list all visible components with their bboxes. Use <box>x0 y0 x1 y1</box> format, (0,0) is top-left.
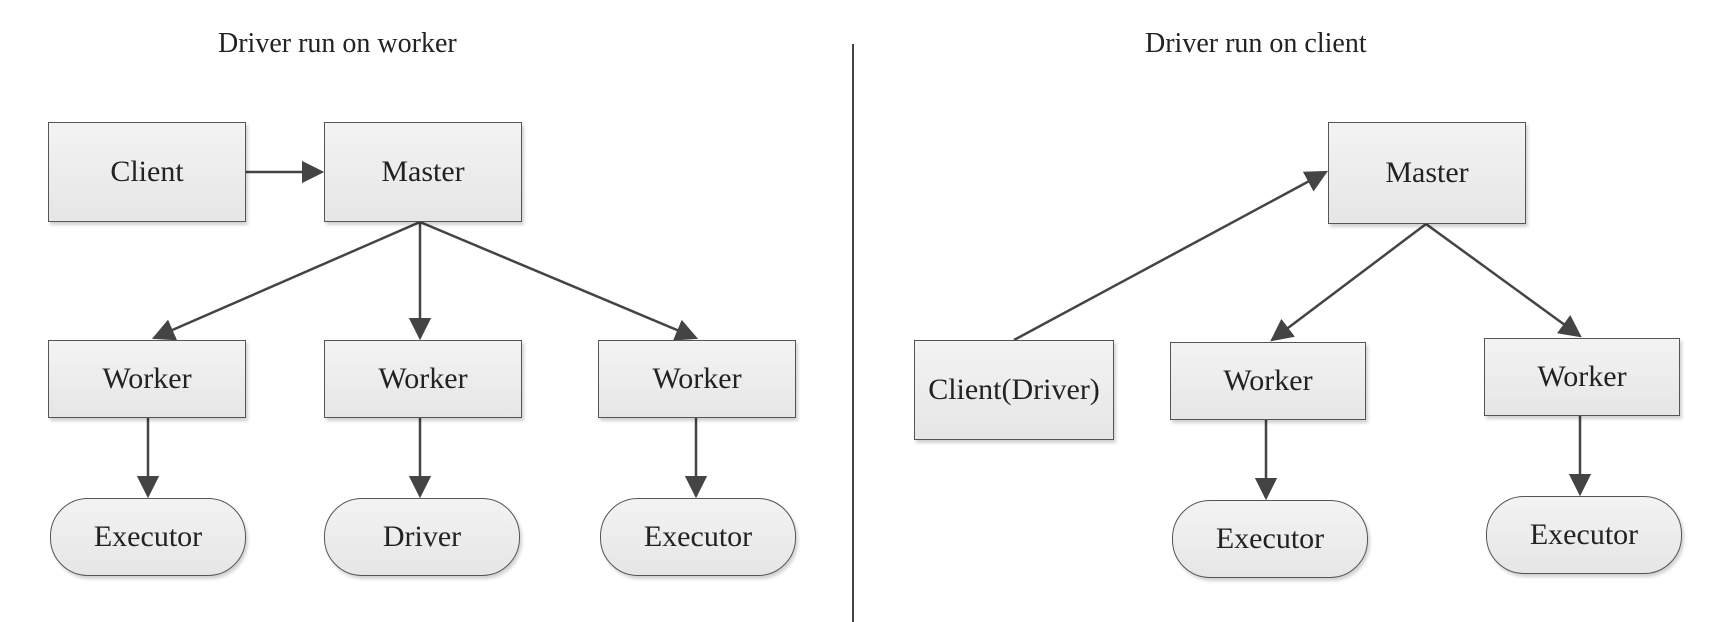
left-worker-node-3: Worker <box>598 340 796 418</box>
left-panel-title: Driver run on worker <box>218 28 457 59</box>
edge-master-worker3 <box>419 220 699 341</box>
edge-master-rworker2 <box>1425 222 1582 338</box>
right-master-node: Master <box>1328 122 1526 224</box>
left-executor-node-1: Executor <box>50 498 246 576</box>
right-client-driver-node: Client(Driver) <box>914 340 1114 440</box>
edge-master-rworker1 <box>1270 223 1427 342</box>
right-panel-title: Driver run on client <box>1145 28 1367 59</box>
left-client-node: Client <box>48 122 246 222</box>
right-worker-node-1: Worker <box>1170 342 1366 420</box>
left-worker-node-1: Worker <box>48 340 246 418</box>
right-worker-node-2: Worker <box>1484 338 1680 416</box>
left-master-node: Master <box>324 122 522 222</box>
panel-divider <box>852 44 854 622</box>
left-worker-node-2: Worker <box>324 340 522 418</box>
left-driver-node: Driver <box>324 498 520 576</box>
edge-master-worker1 <box>151 220 421 341</box>
edge-clientdriver-master <box>1013 170 1328 342</box>
right-executor-node-2: Executor <box>1486 496 1682 574</box>
right-executor-node-1: Executor <box>1172 500 1368 578</box>
left-executor-node-3: Executor <box>600 498 796 576</box>
